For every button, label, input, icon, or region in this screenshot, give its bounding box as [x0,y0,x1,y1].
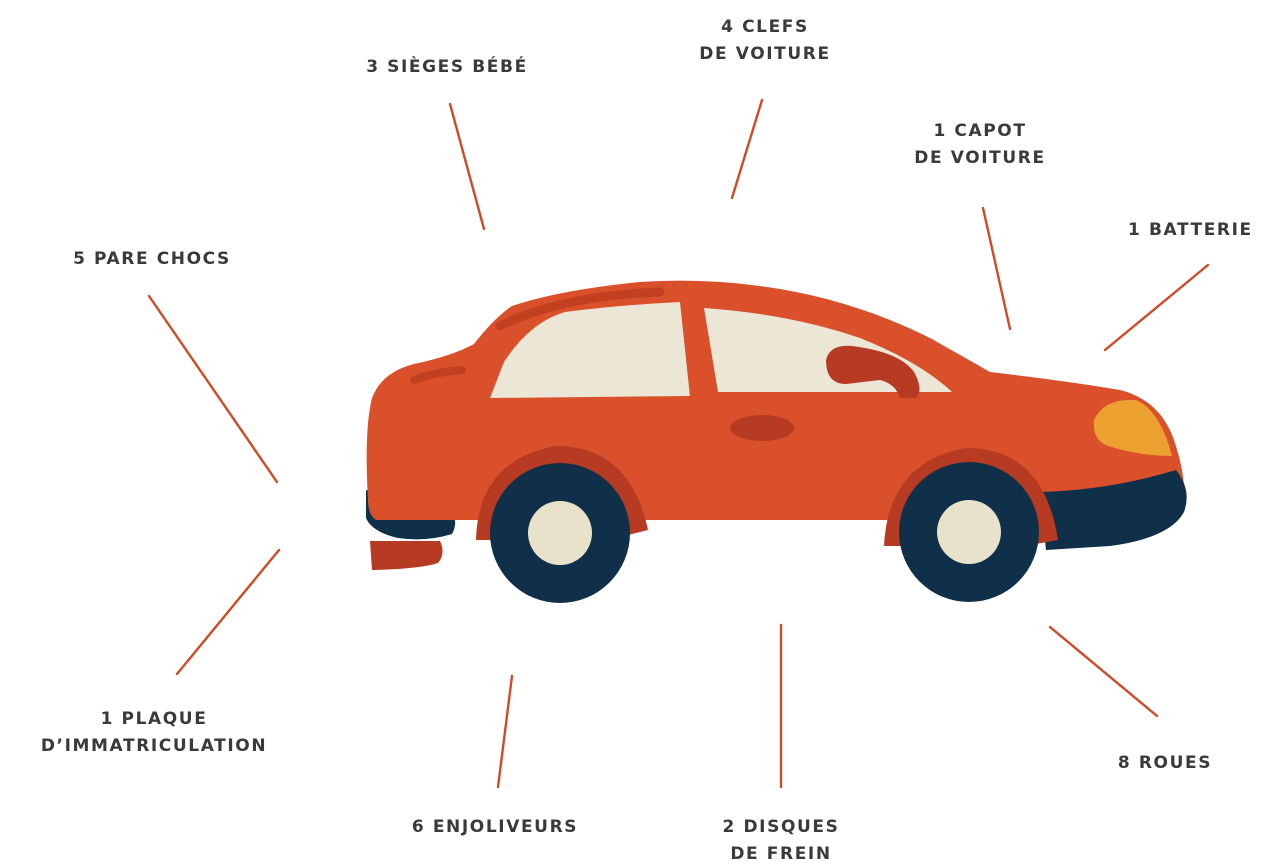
license-plate-shape [370,541,443,570]
door-handle-shape [730,415,794,441]
label-sieges-bebe: 3 SIÈGES BÉBÉ [366,57,528,77]
label-batterie: 1 BATTERIE [1128,220,1253,240]
label-disques: 2 DISQUES DE FREIN [722,817,840,864]
label-roues: 8 ROUES [1117,753,1213,773]
front-hub-shape [937,500,1001,564]
rear-wheel-arch-shape [476,446,648,540]
front-bumper-shape [1040,470,1187,550]
rear-line-shape [410,366,466,384]
leader-pare-chocs [147,294,279,484]
label-plaque: 1 PLAQUE D’IMMATRICULATION [40,709,268,756]
window-pillar-shape [680,300,714,396]
leader-roues [1048,625,1159,718]
label-enjoliveurs: 6 ENJOLIVEURS [411,817,579,837]
leader-clefs [730,98,764,200]
label-pare-chocs: 5 PARE CHOCS [73,249,231,269]
leader-plaque [175,548,281,676]
leader-sieges-bebe [448,102,486,231]
leader-enjoliveurs [496,674,514,789]
seat-shape [826,345,920,398]
leader-capot [981,206,1012,331]
rear-hub-shape [528,501,592,565]
roof-line-shape [495,287,665,331]
label-clefs: 4 CLEFS DE VOITURE [699,17,831,64]
leader-batterie [1103,263,1210,352]
label-capot: 1 CAPOT DE VOITURE [914,121,1046,168]
headlight-shape [1093,399,1172,456]
rear-window-shape [490,302,690,398]
front-wheel-arch-shape [884,448,1058,546]
